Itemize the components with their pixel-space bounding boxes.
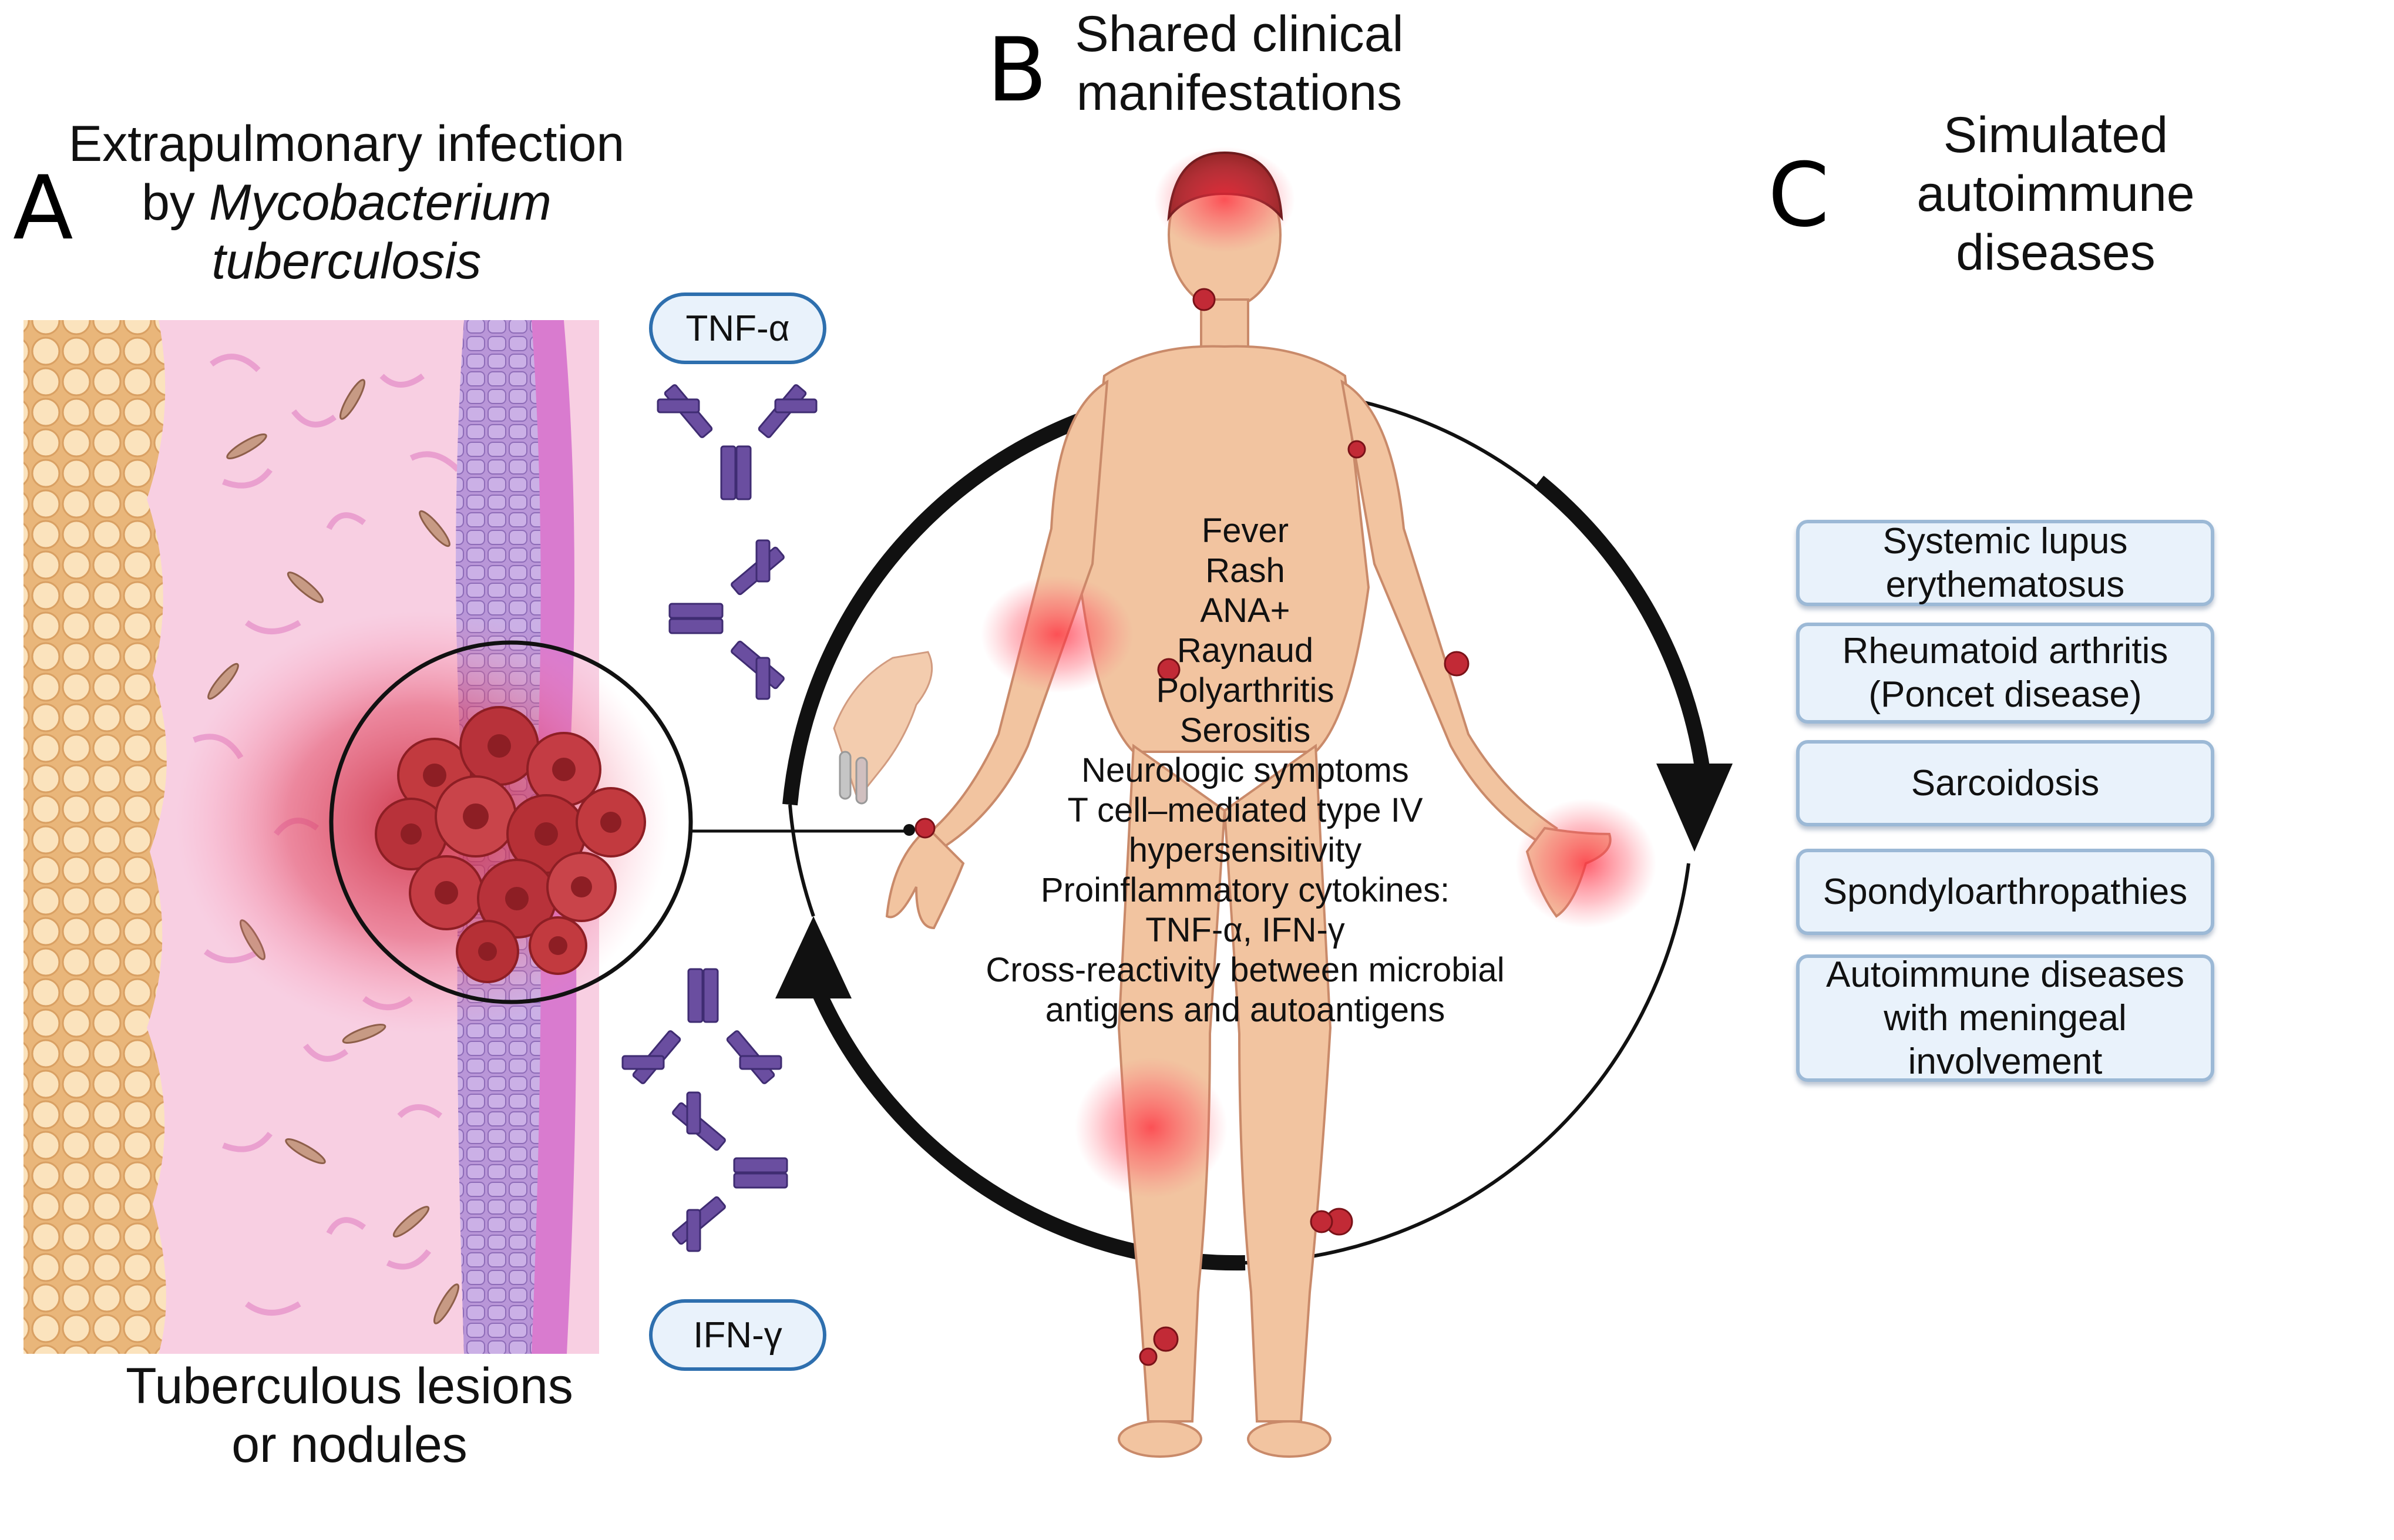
disease-box-sarcoidosis: Sarcoidosis [1796,740,2214,826]
manifestation-item: Serositis [1179,711,1311,749]
panel-a-title-genus: Mycobacterium [209,174,552,231]
tissue-section [23,320,915,1354]
panel-a-caption: Tuberculous lesions or nodules [94,1357,605,1474]
manifestations-list: Fever Rash ANA+ Raynaud Polyarthritis Se… [916,511,1574,1030]
panel-c-title-line2: autoimmune [1916,166,2195,222]
fibroblasts [207,379,460,1324]
manifestation-item: Neurologic symptoms [1081,751,1409,789]
manifestation-item: Proinflammatory cytokines: [1040,871,1450,909]
manifestation-item: T cell–mediated type IV [1067,791,1423,829]
panel-a-title: Extrapulmonary infection by Mycobacteriu… [65,115,628,291]
panel-b-letter: B [987,19,1047,122]
nodule-nuclei [401,734,621,961]
manifestation-item: ANA+ [1200,591,1290,630]
inflammation-spots [981,147,1656,1198]
manifestation-item: Polyarthritis [1156,671,1334,710]
panel-b-title-line2: manifestations [1076,65,1403,121]
panel-c-title-line3: diseases [1956,224,2156,281]
antibody-icon [657,384,818,500]
raynaud-hand-inset [833,651,933,805]
disease-box-meningeal: Autoimmune diseases with meningeal invol… [1796,954,2214,1082]
manifestation-item: TNF-α, IFN-γ [1145,911,1345,949]
panel-a-title-species: tuberculosis [211,233,482,290]
panel-c-letter: C [1768,144,1830,247]
antibody-icon [621,968,782,1084]
adipose-layer [23,320,167,1354]
left-hand [885,826,965,930]
connector-dot [903,824,915,836]
manifestation-item: Fever [1201,512,1289,550]
panel-c-title-line1: Simulated [1943,107,2168,163]
arrow-right-lower-thin [1245,863,1690,1265]
arrow-right [1534,475,1711,776]
panel-a-title-line1: Extrapulmonary infection [68,116,625,172]
panel-a-letter: A [13,157,73,260]
disease-box-spondyloarthropathies: Spondyloarthropathies [1796,849,2214,935]
manifestation-item: Cross-reactivity between microbial [986,951,1505,989]
disease-box-sle: Systemic lupus erythematosus [1796,520,2214,606]
panel-a-caption-line2: or nodules [231,1417,468,1473]
cytokine-ifn-gamma: IFN-γ [649,1299,826,1371]
arrowhead-right [1656,764,1733,852]
arrow-left-thin [788,804,815,917]
manifestation-item: hypersensitivity [1128,831,1362,869]
disease-box-ra: Rheumatoid arthritis (Poncet disease) [1796,623,2214,724]
antibody-icon [668,539,785,700]
panel-c-title: Simulated autoimmune diseases [1868,106,2244,282]
antibody-icon [672,1091,788,1252]
cytokine-tnf-alpha: TNF-α [649,292,826,364]
panel-b-title: Shared clinical manifestations [1045,5,1433,122]
panel-a-title-prefix: by [142,174,195,231]
panel-a-title-line3: tuberculosis [65,232,628,291]
nodule-magnifier [329,640,693,1004]
panel-a-caption-line1: Tuberculous lesions [126,1358,573,1414]
manifestation-item: Rash [1205,552,1285,590]
panel-b-title-line1: Shared clinical [1075,6,1404,62]
manifestation-item: Raynaud [1176,631,1314,670]
manifestation-item: antigens and autoantigens [1045,991,1445,1029]
antibodies [621,384,818,1252]
arrowhead-bottom [775,916,852,998]
panel-a-title-line2: by Mycobacterium [65,173,628,232]
rash-lesions [914,288,1470,1366]
